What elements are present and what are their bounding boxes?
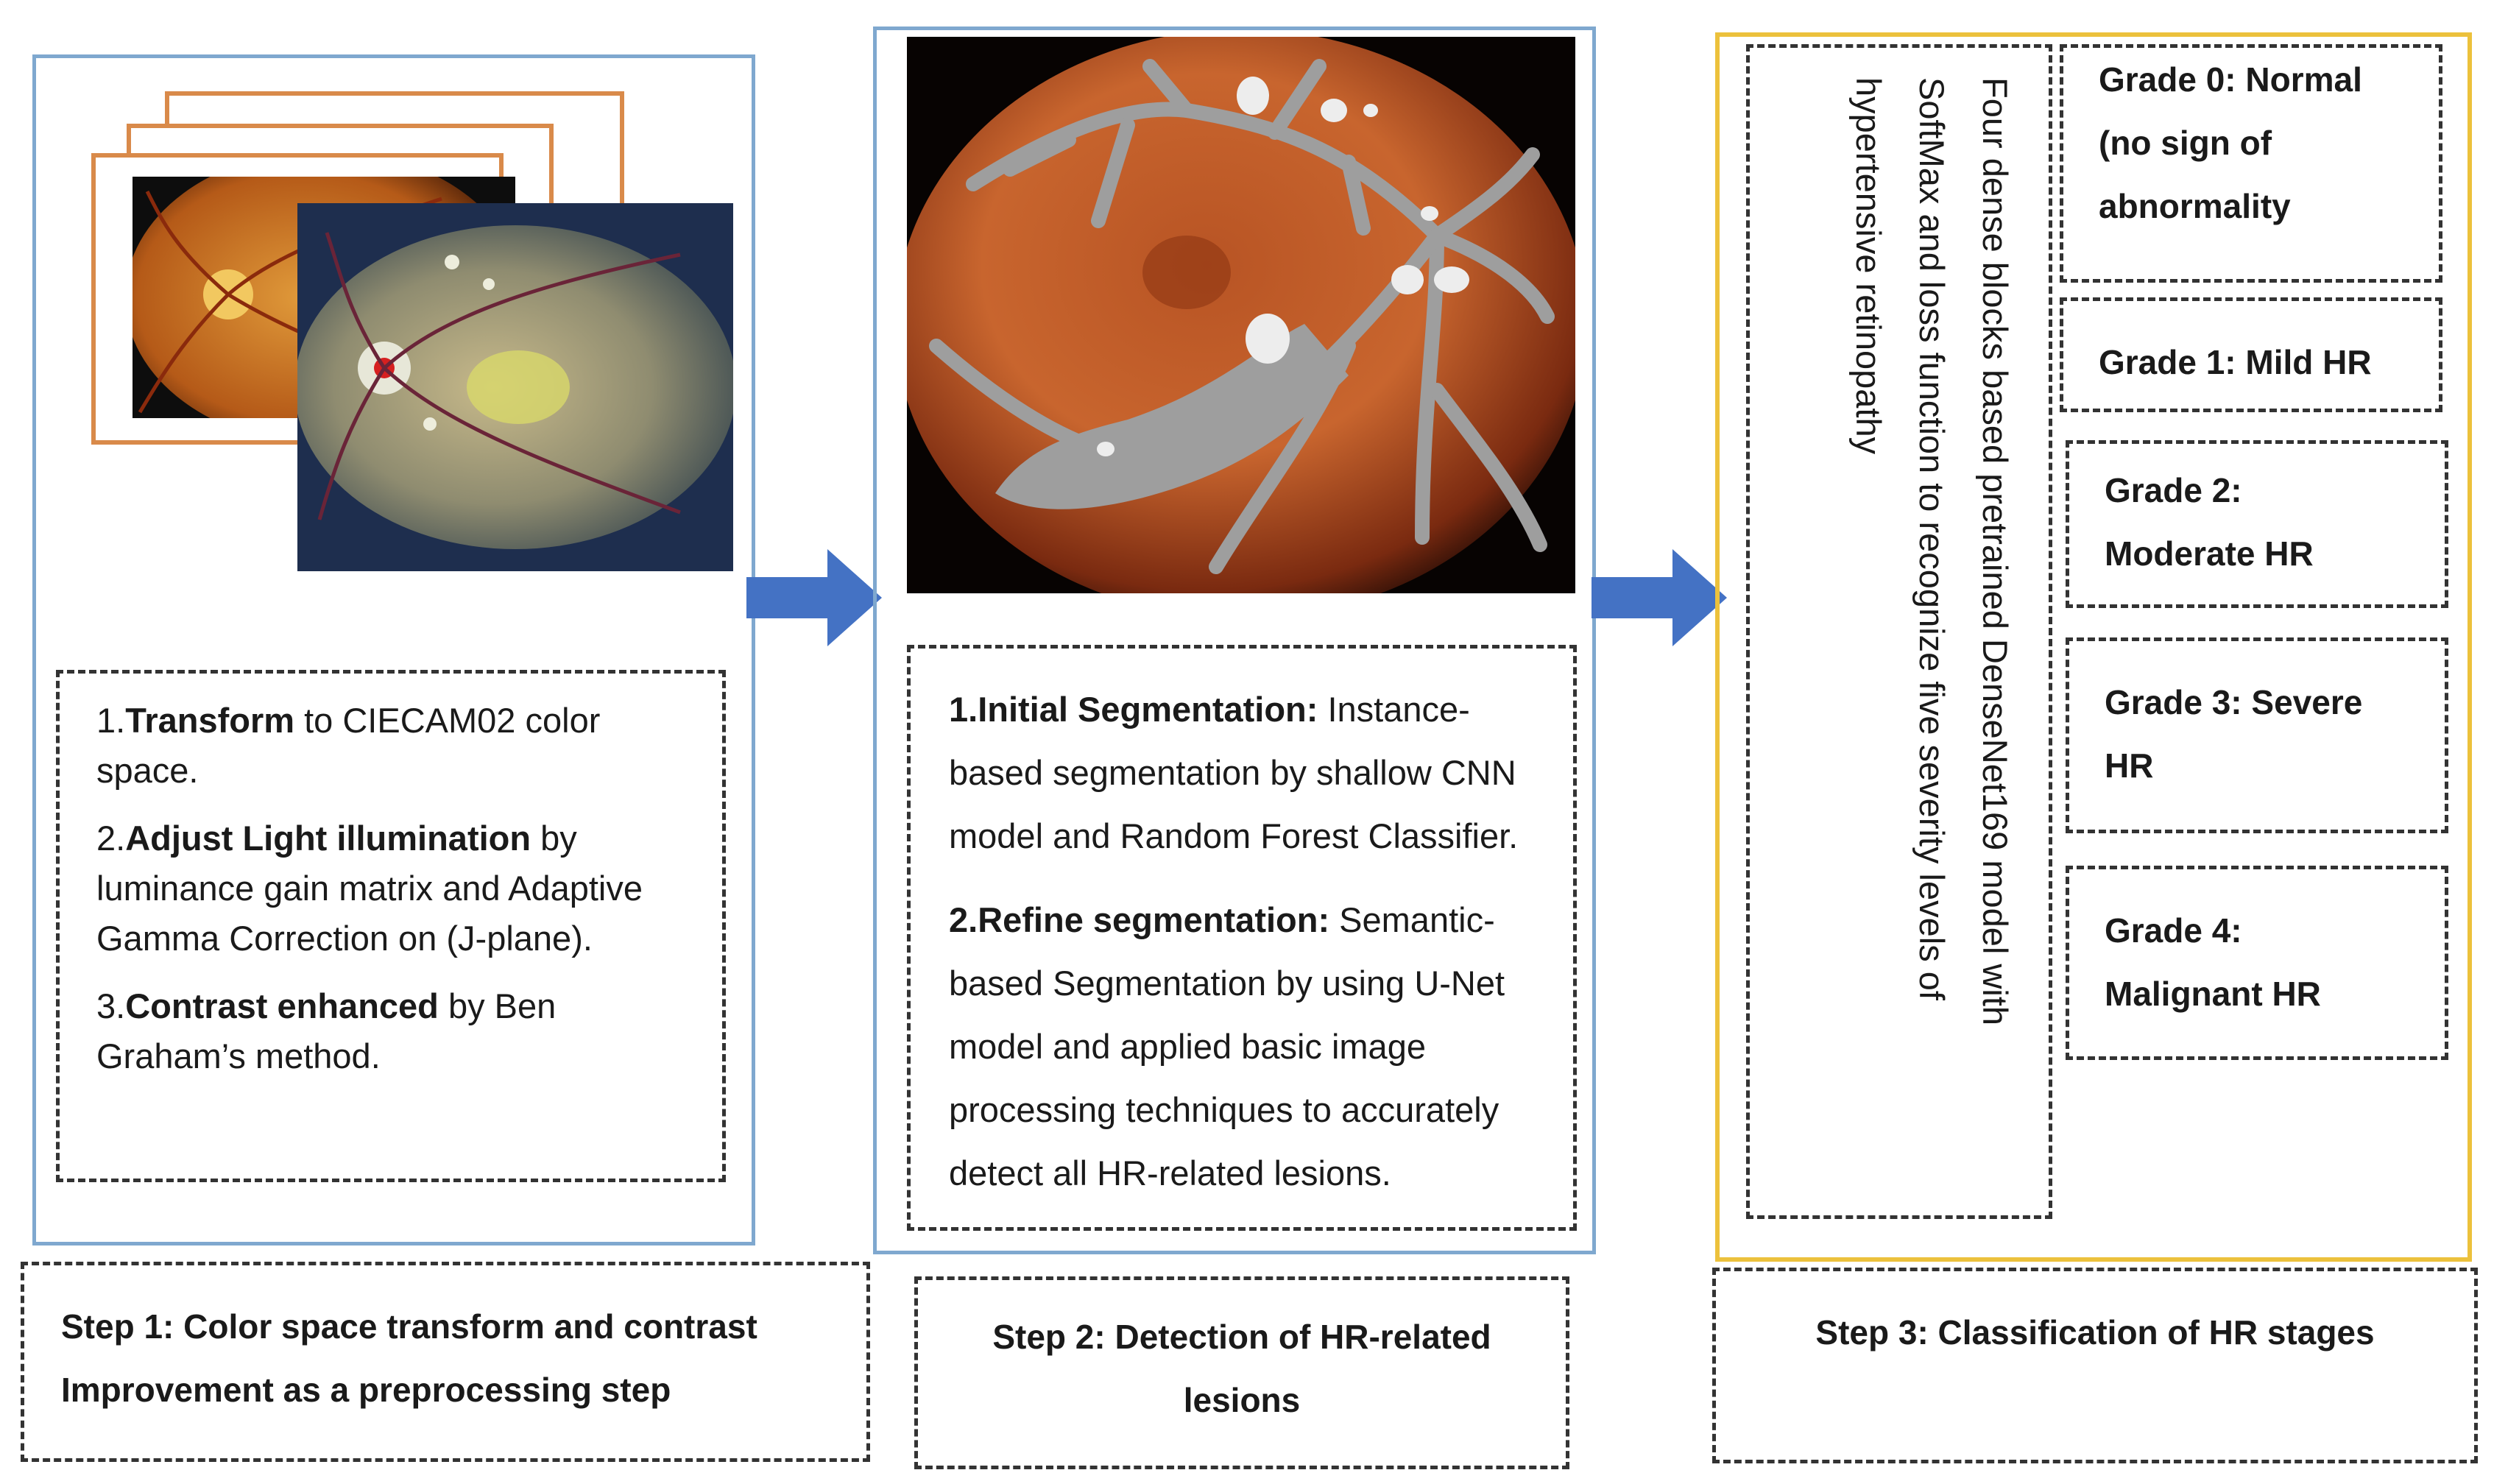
grade-0-line3: abnormality: [2099, 187, 2291, 225]
arrow-right-icon: [1592, 549, 1727, 646]
enhanced-fundus-image: [297, 203, 733, 571]
grade-2-line1: Grade 2:: [2105, 471, 2242, 509]
grade-2-box: Grade 2: Moderate HR: [2066, 440, 2448, 608]
arrow-right-icon: [746, 549, 882, 646]
grade-2-line2: Moderate HR: [2105, 534, 2314, 573]
step3-caption: Step 3: Classification of HR stages: [1815, 1313, 2375, 1352]
step1-caption-box: Step 1: Color space transform and contra…: [21, 1262, 870, 1462]
segmented-fundus-image: [907, 37, 1575, 593]
step3-model-description: Four dense blocks based pretrained Dense…: [1837, 77, 2027, 1025]
step2-methods-box: 1.Initial Segmentation: Instance-based s…: [907, 645, 1577, 1231]
step1-item-1: 1.Transform to CIECAM02 color space.: [96, 701, 601, 790]
grade-1-box: Grade 1: Mild HR: [2060, 297, 2442, 412]
grade-3-line2: HR: [2105, 746, 2154, 785]
grade-0-line2: (no sign of: [2099, 124, 2272, 162]
step3-description-line3: hypertensive retinopathy: [1849, 77, 1888, 455]
step1-caption-line1: Step 1: Color space transform and contra…: [61, 1307, 757, 1346]
grade-0-box: Grade 0: Normal (no sign of abnormality: [2060, 44, 2442, 283]
step3-panel: [1715, 32, 2472, 1262]
step2-caption-box: Step 2: Detection of HR-related lesions: [914, 1276, 1569, 1469]
step1-methods-box: 1.Transform to CIECAM02 color space. 2.A…: [56, 670, 726, 1182]
step2-panel: [873, 26, 1596, 1254]
grade-3-line1: Grade 3: Severe: [2105, 683, 2363, 721]
step1-item-2: 2.Adjust Light illumination by luminance…: [96, 819, 643, 958]
step1-caption-line2: Improvement as a preprocessing step: [61, 1371, 671, 1409]
step2-item-1: 1.Initial Segmentation: Instance-based s…: [949, 690, 1519, 855]
step3-description-line2: SoftMax and loss function to recognize f…: [1912, 77, 1951, 1000]
grade-1-line1: Grade 1: Mild HR: [2099, 343, 2372, 381]
grade-4-line1: Grade 4:: [2105, 911, 2242, 950]
step1-panel: [32, 54, 755, 1246]
grade-0-line1: Grade 0: Normal: [2099, 60, 2362, 99]
grade-3-box: Grade 3: Severe HR: [2066, 637, 2448, 833]
step1-item-3: 3.Contrast enhanced by Ben Graham’s meth…: [96, 986, 557, 1075]
step2-caption-line1: Step 2: Detection of HR-related: [992, 1318, 1491, 1356]
step2-caption-line2: lesions: [1183, 1381, 1301, 1419]
step3-description-line1: Four dense blocks based pretrained Dense…: [1976, 77, 2015, 1026]
step2-item-2: 2.Refine segmentation: Semantic-based Se…: [949, 900, 1505, 1192]
step3-model-description-box: Four dense blocks based pretrained Dense…: [1746, 44, 2052, 1219]
grade-4-box: Grade 4: Malignant HR: [2066, 866, 2448, 1060]
step3-caption-box: Step 3: Classification of HR stages: [1712, 1268, 2478, 1463]
grade-4-line2: Malignant HR: [2105, 975, 2321, 1013]
